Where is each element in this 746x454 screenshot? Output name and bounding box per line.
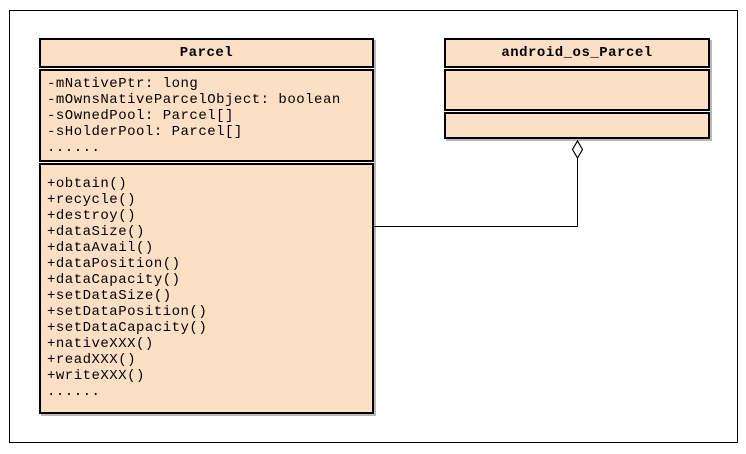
method-line: +obtain() (47, 176, 128, 192)
class-parcel-attributes-compartment: -mNativePtr: long-mOwnsNativeParcelObjec… (39, 69, 374, 162)
aggregation-edge-vertical-segment[interactable] (577, 158, 578, 227)
class-android-os-parcel-methods-compartment (444, 112, 710, 139)
attribute-line: -sHolderPool: Parcel[] (47, 124, 243, 140)
attribute-line: -mNativePtr: long (47, 76, 199, 92)
attribute-line: -mOwnsNativeParcelObject: boolean (47, 92, 341, 108)
method-line: +nativeXXX() (47, 336, 154, 352)
method-line: +readXXX() (47, 352, 137, 368)
method-line: +destroy() (47, 208, 137, 224)
class-android-os-parcel-name: android_os_Parcel (501, 45, 653, 61)
attribute-line: ...... (47, 140, 101, 156)
class-android-os-parcel[interactable]: android_os_Parcel (444, 38, 710, 139)
method-line: +dataAvail() (47, 240, 154, 256)
method-line: +setDataSize() (47, 288, 172, 304)
class-android-os-parcel-attributes-compartment (444, 69, 710, 111)
class-parcel[interactable]: Parcel -mNativePtr: long-mOwnsNativeParc… (39, 38, 374, 414)
method-line: +dataCapacity() (47, 272, 181, 288)
class-parcel-name: Parcel (179, 45, 234, 61)
class-parcel-methods-compartment: +obtain()+recycle()+destroy()+dataSize()… (39, 163, 374, 414)
method-line: +setDataPosition() (47, 304, 208, 320)
aggregation-diamond-icon (571, 140, 584, 159)
method-line: +setDataCapacity() (47, 320, 208, 336)
class-parcel-title-compartment: Parcel (39, 38, 374, 68)
method-line: +writeXXX() (47, 368, 145, 384)
method-line: +dataSize() (47, 224, 145, 240)
class-android-os-parcel-title-compartment: android_os_Parcel (444, 38, 710, 68)
method-line: +recycle() (47, 192, 137, 208)
method-line: +dataPosition() (47, 256, 181, 272)
attribute-line: -sOwnedPool: Parcel[] (47, 108, 234, 124)
diagram-frame (9, 10, 738, 443)
aggregation-edge-horizontal-segment[interactable] (374, 226, 578, 227)
method-line: ...... (47, 384, 101, 400)
